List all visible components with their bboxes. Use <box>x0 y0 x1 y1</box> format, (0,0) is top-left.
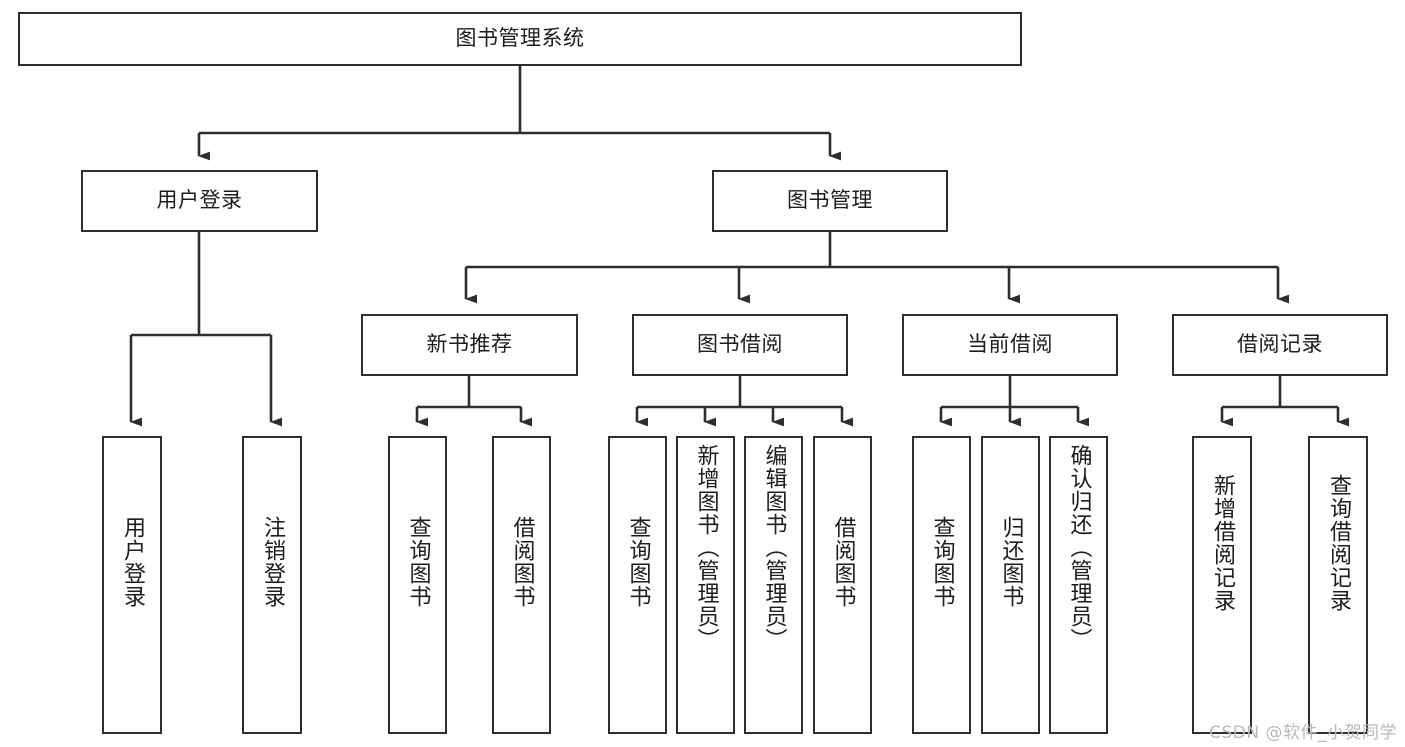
leaf-record-add-record[interactable]: 新增借阅记录 <box>1192 436 1252 734</box>
leaf-label: 查询图书 <box>929 516 955 608</box>
leaf-label: 新增借阅记录 <box>1209 474 1235 612</box>
node-book-borrow-label: 图书借阅 <box>697 332 783 357</box>
leaf-label: 查询图书 <box>405 516 431 608</box>
node-user-login-label: 用户登录 <box>156 188 243 213</box>
leaf-user-login-logout[interactable]: 注销登录 <box>242 436 302 734</box>
node-book-management[interactable]: 图书管理 <box>712 170 948 232</box>
leaf-record-query-record[interactable]: 查询借阅记录 <box>1308 436 1368 734</box>
node-current-borrow[interactable]: 当前借阅 <box>902 314 1118 376</box>
leaf-label: 新增图书（管理员） <box>693 444 719 651</box>
leaf-borrow-borrow-book[interactable]: 借阅图书 <box>813 436 872 734</box>
csdn-watermark: CSDN @软件_小贺同学 <box>1209 723 1397 743</box>
node-root[interactable]: 图书管理系统 <box>18 12 1022 66</box>
leaf-recommend-borrow-book[interactable]: 借阅图书 <box>492 436 551 734</box>
leaf-label: 借阅图书 <box>509 516 535 608</box>
leaf-label: 查询借阅记录 <box>1325 474 1351 612</box>
leaf-label: 用户登录 <box>119 516 145 608</box>
node-borrow-record-label: 借阅记录 <box>1237 332 1323 357</box>
leaf-borrow-edit-book-admin[interactable]: 编辑图书（管理员） <box>744 436 803 734</box>
leaf-recommend-query-book[interactable]: 查询图书 <box>388 436 447 734</box>
leaf-current-return-book[interactable]: 归还图书 <box>981 436 1040 734</box>
node-user-login[interactable]: 用户登录 <box>81 170 318 232</box>
leaf-borrow-add-book-admin[interactable]: 新增图书（管理员） <box>676 436 735 734</box>
leaf-label: 注销登录 <box>259 516 285 608</box>
node-current-borrow-label: 当前借阅 <box>967 332 1053 357</box>
leaf-user-login-login[interactable]: 用户登录 <box>102 436 162 734</box>
leaf-label: 查询图书 <box>625 516 651 608</box>
leaf-label: 归还图书 <box>998 516 1024 608</box>
node-borrow-record[interactable]: 借阅记录 <box>1172 314 1388 376</box>
leaf-label: 确认归还（管理员） <box>1066 444 1092 651</box>
node-new-book-recommend-label: 新书推荐 <box>426 332 513 357</box>
leaf-current-query-book[interactable]: 查询图书 <box>912 436 971 734</box>
node-new-book-recommend[interactable]: 新书推荐 <box>361 314 578 376</box>
leaf-label: 编辑图书（管理员） <box>761 444 787 651</box>
node-root-label: 图书管理系统 <box>455 26 585 51</box>
leaf-current-confirm-return-admin[interactable]: 确认归还（管理员） <box>1049 436 1108 734</box>
node-book-borrow[interactable]: 图书借阅 <box>632 314 848 376</box>
leaf-borrow-query-book[interactable]: 查询图书 <box>608 436 667 734</box>
leaf-label: 借阅图书 <box>830 516 856 608</box>
node-book-management-label: 图书管理 <box>787 188 873 213</box>
